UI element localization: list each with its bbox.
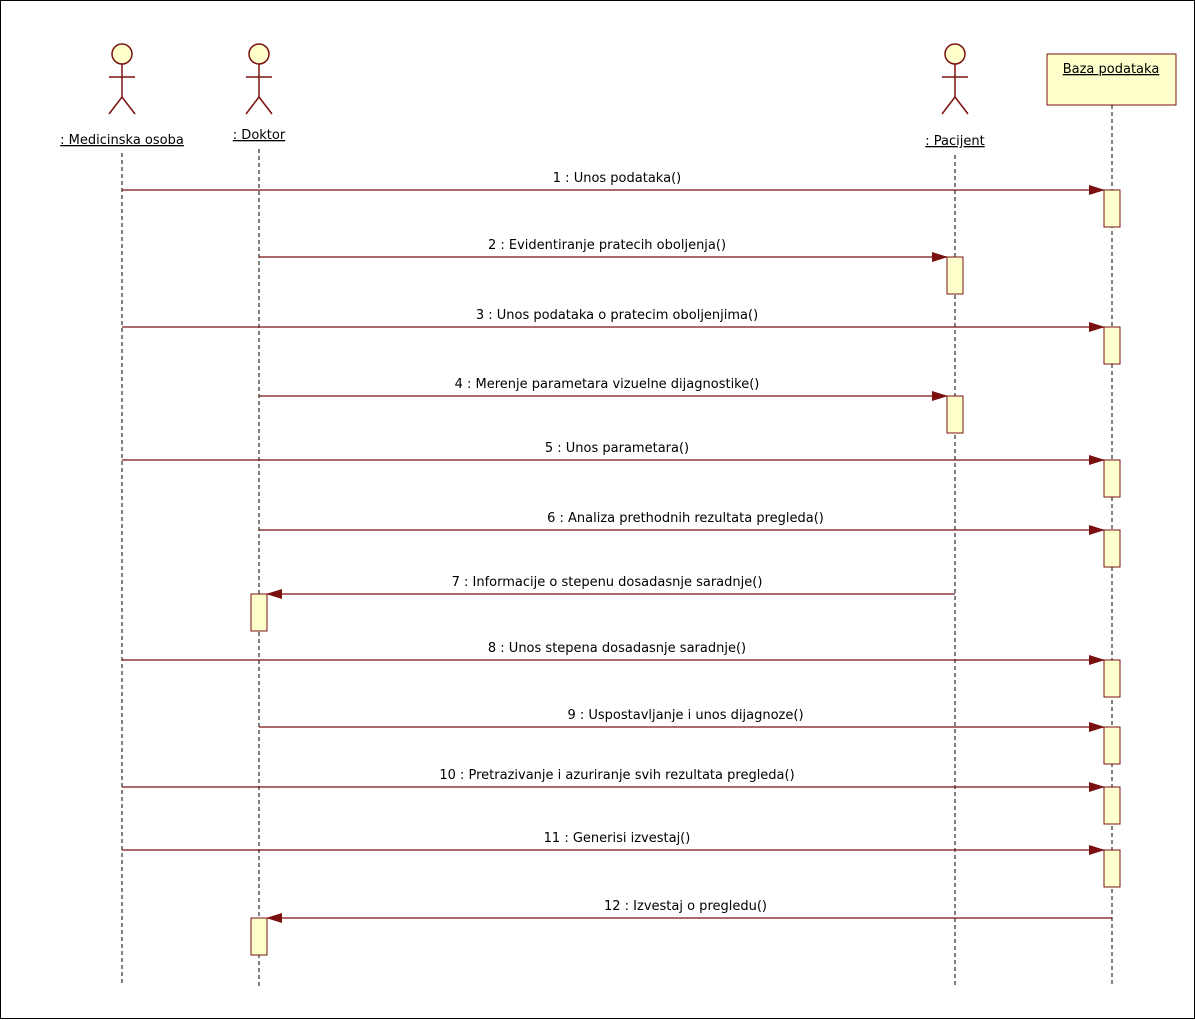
actor-head-icon (248, 43, 270, 65)
actor-label-pacijent: : Pacijent (925, 134, 984, 149)
actor-label-doktor: : Doktor (233, 128, 286, 143)
message-label: 9 : Uspostavljanje i unos dijagnoze() (567, 708, 803, 723)
activation-box (250, 593, 268, 632)
actor-label-medicinska: : Medicinska osoba (60, 133, 184, 148)
activation-box (1103, 659, 1121, 698)
message-label: 6 : Analiza prethodnih rezultata pregled… (547, 511, 824, 526)
message-label: 7 : Informacije o stepenu dosadasnje sar… (452, 575, 763, 590)
message-label: 5 : Unos parametara() (545, 441, 689, 456)
message-label: 4 : Merenje parametara vizuelne dijagnos… (455, 377, 760, 392)
actor-head-icon (111, 43, 133, 65)
activation-box (1103, 849, 1121, 888)
message-label: 11 : Generisi izvestaj() (544, 831, 691, 846)
actor-left-leg-icon (108, 96, 123, 115)
message-label: 3 : Unos podataka o pratecim oboljenjima… (476, 308, 758, 323)
activation-box (1103, 726, 1121, 765)
activation-box (1103, 459, 1121, 498)
activation-box (1103, 786, 1121, 825)
object-label-baza: Baza podataka (1063, 62, 1160, 77)
message-label: 1 : Unos podataka() (553, 171, 681, 186)
activation-box (1103, 189, 1121, 228)
actor-right-leg-icon (258, 96, 273, 115)
activation-box (250, 917, 268, 956)
message-label: 8 : Unos stepena dosadasnje saradnje() (488, 641, 746, 656)
actor-left-leg-icon (941, 96, 956, 115)
message-label: 10 : Pretrazivanje i azuriranje svih rez… (439, 768, 794, 783)
actor-left-leg-icon (245, 96, 260, 115)
actor-right-leg-icon (954, 96, 969, 115)
message-label: 12 : Izvestaj o pregledu() (604, 899, 767, 914)
actor-head-icon (944, 43, 966, 65)
activation-box (1103, 326, 1121, 365)
message-label: 2 : Evidentiranje pratecih oboljenja() (488, 238, 726, 253)
activation-box (946, 395, 964, 434)
activation-box (1103, 529, 1121, 568)
actor-right-leg-icon (121, 96, 136, 115)
activation-box (946, 256, 964, 295)
